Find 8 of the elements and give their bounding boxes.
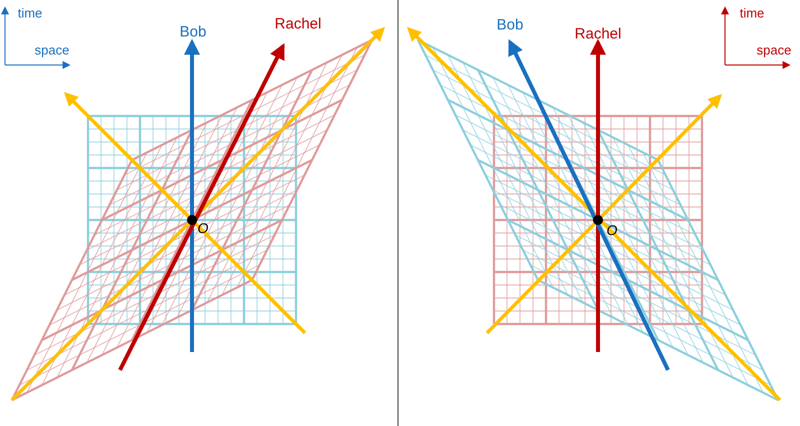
observer-label: Rachel: [274, 16, 322, 32]
observer-label: Bob: [180, 24, 206, 40]
axis-label: time: [740, 6, 764, 20]
axis-label: space: [34, 44, 70, 56]
axis-label: space: [756, 44, 792, 56]
observer-label: Bob: [496, 18, 524, 32]
observer-label: Rachel: [574, 26, 622, 42]
axis-label: time: [18, 6, 42, 20]
